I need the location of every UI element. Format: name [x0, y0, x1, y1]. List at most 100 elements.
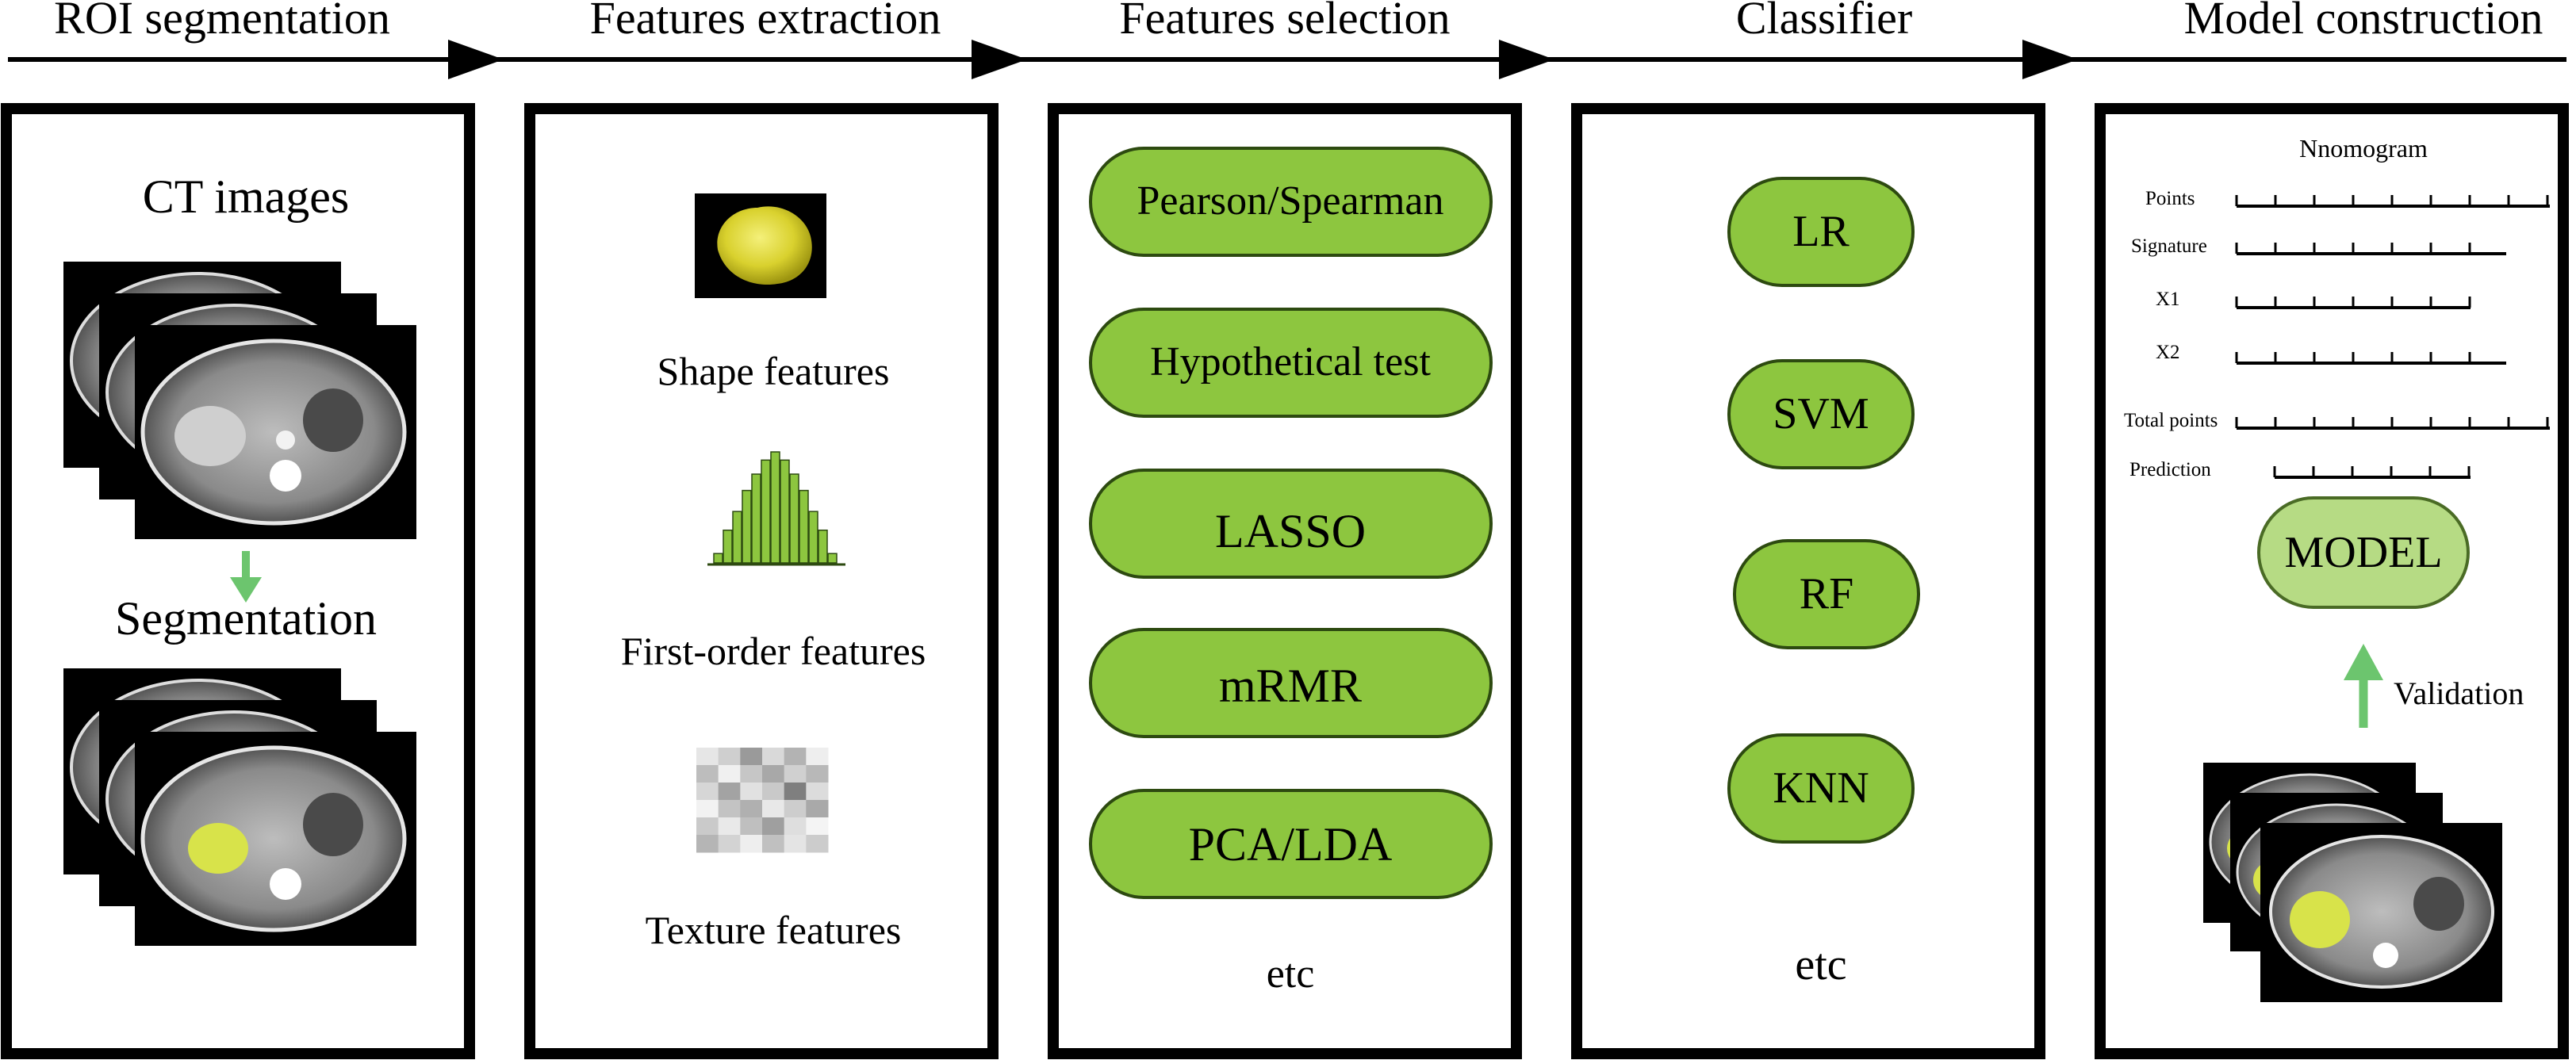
- texture-cell: [696, 783, 719, 801]
- selection-method-label: LASSO: [1215, 505, 1366, 557]
- histogram-bar: [789, 473, 799, 564]
- stage-label-roi-segmentation: ROI segmentation: [54, 0, 390, 44]
- texture-cell: [784, 748, 807, 766]
- texture-cell: [696, 800, 719, 818]
- classifier-lr: [1727, 177, 1915, 287]
- texture-cell: [718, 765, 741, 783]
- texture-cell: [718, 800, 741, 818]
- nomogram-row-label: Prediction: [2129, 459, 2211, 480]
- texture-cell: [784, 817, 807, 836]
- histogram-bar: [713, 553, 723, 564]
- stage-arrow-bar: [8, 40, 2566, 79]
- texture-cell: [718, 817, 741, 836]
- texture-cell: [762, 765, 785, 783]
- texture-cell: [762, 783, 785, 801]
- texture-cell: [718, 748, 741, 766]
- histogram-bar: [742, 489, 752, 564]
- classifier-knn: [1727, 733, 1915, 844]
- validation-ct-image-stack: [2203, 763, 2502, 1002]
- classifier-label: SVM: [1773, 389, 1869, 438]
- texture-cell: [740, 765, 763, 783]
- histogram-bar: [723, 529, 733, 564]
- texture-cell: [740, 817, 763, 836]
- nomogram-row-label: Points: [2145, 188, 2195, 209]
- texture-cell: [806, 800, 829, 818]
- classifier-label: LR: [1792, 207, 1850, 256]
- classifier-rf: [1733, 539, 1920, 649]
- stage-label-model-construction: Model construction: [2184, 0, 2543, 44]
- ct-images-label: CT images: [143, 170, 350, 223]
- texture-cell: [718, 783, 741, 801]
- model-label: MODEL: [2284, 528, 2442, 577]
- first-order-histogram-icon: [707, 451, 845, 566]
- texture-cell: [784, 765, 807, 783]
- panel-model-construction: [2095, 103, 2569, 1059]
- texture-cell: [696, 817, 719, 836]
- texture-cell: [740, 800, 763, 818]
- histogram-bar: [808, 511, 818, 564]
- texture-cell: [806, 835, 829, 853]
- histogram-bar: [732, 511, 742, 564]
- texture-cell: [696, 835, 719, 853]
- selection-method-label: PCA/LDA: [1189, 818, 1393, 871]
- validation-up-arrow-icon: [2344, 644, 2383, 728]
- selection-method-pca-lda: [1089, 789, 1493, 899]
- selection-method-label: Pearson/Spearman: [1137, 178, 1443, 224]
- selection-method-hypothetical-test: [1089, 308, 1493, 418]
- texture-cell: [806, 817, 829, 836]
- texture-cell: [718, 835, 741, 853]
- shape-features-label: Shape features: [657, 349, 890, 393]
- texture-cell: [740, 748, 763, 766]
- texture-cell: [740, 783, 763, 801]
- model-node: [2257, 496, 2470, 609]
- panel-classifier: [1571, 103, 2045, 1059]
- histogram-bar: [780, 459, 790, 564]
- down-arrow-icon: [230, 551, 262, 603]
- texture-grid-icon: [696, 748, 829, 853]
- texture-cell: [784, 800, 807, 818]
- texture-cell: [762, 835, 785, 853]
- selection-etc-label: etc: [1267, 951, 1315, 997]
- stage-label-features-extraction: Features extraction: [590, 0, 941, 44]
- texture-cell: [806, 783, 829, 801]
- nomogram-title: Nnomogram: [2299, 134, 2428, 163]
- panel-roi-segmentation: [1, 103, 475, 1059]
- nomogram-row-label: Total points: [2124, 410, 2218, 431]
- classifier-label: RF: [1800, 569, 1854, 618]
- texture-cell: [784, 835, 807, 853]
- panel-features-extraction: [524, 103, 999, 1059]
- first-order-features-label: First-order features: [621, 629, 926, 673]
- nomogram-row-label: X1: [2156, 289, 2180, 310]
- texture-cell: [762, 748, 785, 766]
- texture-cell: [762, 817, 785, 836]
- histogram-bar: [799, 489, 809, 564]
- histogram-bar: [761, 459, 771, 564]
- histogram-bar: [770, 451, 780, 564]
- segmentation-label: Segmentation: [115, 592, 377, 645]
- histogram-bar: [751, 473, 761, 564]
- segmented-ct-image-stack: [63, 668, 416, 946]
- histogram-bar: [818, 529, 828, 564]
- panel-features-selection: [1048, 103, 1522, 1059]
- texture-cell: [696, 765, 719, 783]
- nomogram-ticks: [2235, 195, 2549, 477]
- selection-method-label: mRMR: [1219, 660, 1362, 712]
- texture-cell: [696, 748, 719, 766]
- stage-label-features-selection: Features selection: [1119, 0, 1450, 44]
- classifier-etc-label: etc: [1795, 940, 1846, 989]
- selection-method-label: Hypothetical test: [1150, 339, 1431, 385]
- classifier-label: KNN: [1773, 763, 1869, 813]
- histogram-bar: [827, 553, 838, 564]
- texture-cell: [806, 748, 829, 766]
- texture-cell: [740, 835, 763, 853]
- ct-image-stack: [63, 262, 416, 539]
- shape-blob-icon: [695, 193, 826, 298]
- nomogram-row-label: X2: [2156, 342, 2180, 363]
- texture-cell: [784, 783, 807, 801]
- selection-method-lasso: [1089, 469, 1493, 579]
- texture-features-label: Texture features: [646, 908, 902, 952]
- stage-label-classifier: Classifier: [1736, 0, 1912, 44]
- selection-method-mrmr: [1089, 628, 1493, 738]
- validation-label: Validation: [2394, 675, 2524, 711]
- texture-cell: [762, 800, 785, 818]
